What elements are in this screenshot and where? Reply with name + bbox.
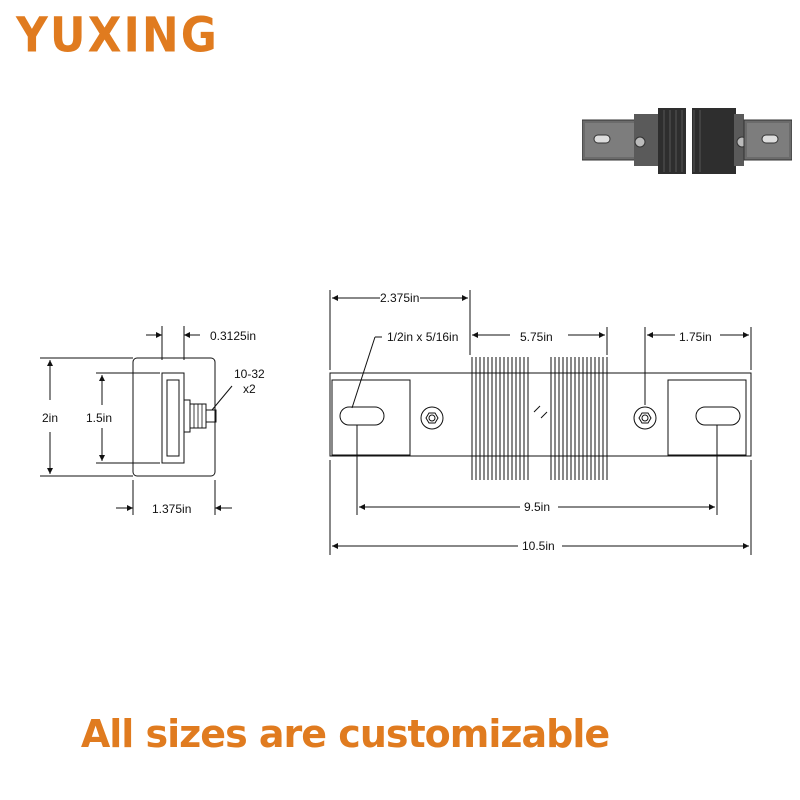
front-right-nut <box>638 412 652 424</box>
front-right-bracket <box>667 379 747 456</box>
insulator-fins <box>471 357 608 480</box>
dim-front-insulator: 5.75in <box>520 330 553 344</box>
dim-front-end: 1.75in <box>679 330 712 344</box>
side-stud-base <box>183 399 191 433</box>
front-right-stud <box>633 406 657 430</box>
front-left-slot <box>339 406 385 426</box>
dim-front-total: 10.5in <box>522 539 555 553</box>
front-left-nut <box>425 412 439 424</box>
front-view <box>329 290 752 555</box>
front-left-bracket <box>331 379 411 456</box>
product-photo <box>582 104 792 178</box>
thread-label: 10-32 <box>234 367 265 381</box>
dim-front-hole-span: 9.5in <box>524 500 550 514</box>
dim-side-height-inner: 1.5in <box>86 411 112 425</box>
side-thread <box>205 409 217 423</box>
dim-side-height-outer: 2in <box>42 411 58 425</box>
side-body <box>132 357 216 477</box>
dim-side-width: 1.375in <box>152 502 191 516</box>
front-left-stud <box>420 406 444 430</box>
side-channel-inner <box>166 379 180 457</box>
side-channel <box>161 372 185 464</box>
logo-text: YUXING <box>16 7 219 64</box>
brand-logo: YUXING <box>16 4 266 68</box>
dim-front-slot: 1/2in x 5/16in <box>387 330 458 344</box>
thread-qty: x2 <box>243 382 256 396</box>
front-body <box>329 372 752 457</box>
dim-side-top: 0.3125in <box>210 329 256 343</box>
side-view <box>40 326 233 515</box>
footer-caption: All sizes are customizable <box>80 712 610 756</box>
front-right-slot <box>695 406 741 426</box>
dim-front-offset: 2.375in <box>380 291 419 305</box>
